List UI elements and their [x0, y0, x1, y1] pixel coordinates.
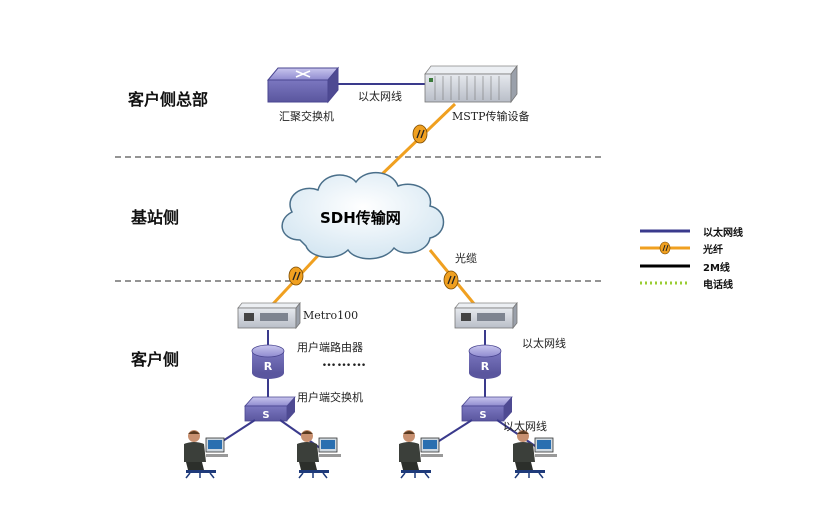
legend: [640, 229, 690, 285]
label-user-switch: 用户端交换机: [297, 391, 363, 404]
zone-label-hq: 客户侧总部: [128, 90, 209, 109]
zone-label-station: 基站侧: [131, 208, 180, 227]
mstp-device-icon: [424, 64, 518, 104]
legend-label-phone: 电话线: [703, 280, 733, 291]
label-right-ethernet: 以太网线: [522, 337, 566, 350]
label-pc-ethernet: 以太网线: [503, 420, 547, 433]
switch-glyph: S: [479, 410, 486, 421]
label-agg-switch: 汇聚交换机: [279, 110, 334, 123]
user-pc-icon: [513, 430, 557, 479]
fiber-marker-3: [443, 270, 459, 290]
cloud-icon: [281, 172, 445, 260]
fiber-marker-2: [288, 266, 304, 286]
metro-device-icon: [237, 301, 301, 330]
router-glyph: R: [264, 360, 273, 373]
fiber-marker-1: [412, 124, 428, 144]
cloud-label: SDH传输网: [320, 209, 401, 227]
legend-label-fiber: 光纤: [703, 245, 723, 256]
user-pc-icon: [184, 430, 228, 479]
label-fiber-cable: 光缆: [455, 252, 477, 265]
router-icon: R: [468, 344, 502, 379]
user-pc-icon: [399, 430, 443, 479]
label-mstp: MSTP传输设备: [452, 110, 530, 123]
router-icon: R: [251, 344, 285, 379]
ellipsis-separator: ………: [322, 354, 367, 370]
user-pc-icon: [297, 430, 341, 479]
zone-label-customer: 客户侧: [131, 350, 180, 369]
metro-device-icon: [454, 301, 518, 330]
legend-label-2m: 2M线: [703, 263, 730, 274]
legend-fiber-marker: [659, 241, 671, 255]
router-glyph: R: [481, 360, 490, 373]
label-top-ethernet: 以太网线: [358, 90, 402, 103]
switch-glyph: S: [262, 410, 269, 421]
switch-icon: S: [244, 396, 296, 422]
switch-icon: S: [461, 396, 513, 422]
legend-label-ethernet: 以太网线: [703, 228, 743, 239]
switch-icon: [266, 66, 340, 104]
label-metro: Metro100: [303, 309, 359, 322]
label-user-router: 用户端路由器: [297, 341, 363, 354]
